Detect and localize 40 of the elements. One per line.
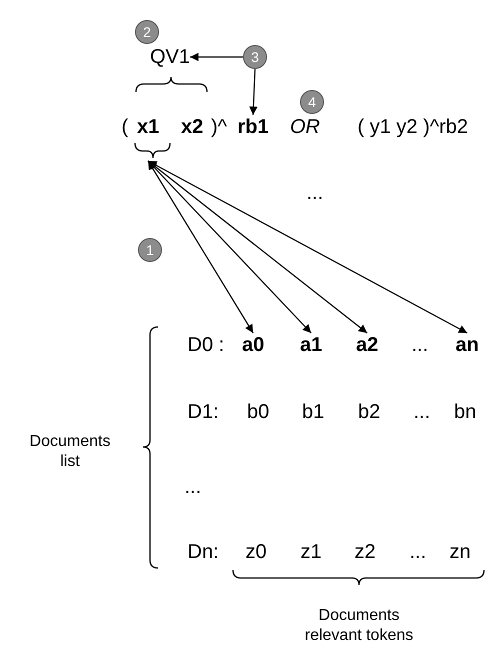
token: b2: [358, 400, 380, 424]
ellipsis: ...: [306, 181, 324, 205]
ellipsis: ...: [412, 333, 428, 357]
token: b1: [302, 400, 324, 424]
callout-number: 1: [138, 238, 162, 262]
callout-number: 3: [243, 45, 267, 69]
callout-number: 2: [135, 20, 159, 44]
brace-label: Documents relevant tokens: [304, 606, 414, 646]
query-text: ( y1 y2 )^rb2: [358, 115, 468, 139]
operator-text: OR: [290, 115, 320, 139]
query-text: (: [122, 115, 128, 139]
arrow: [148, 160, 254, 334]
token: z0: [246, 540, 267, 564]
brace-label: Documents list: [28, 432, 112, 472]
query-term: x2: [181, 115, 204, 139]
ellipsis: ...: [184, 475, 202, 499]
token: zn: [450, 540, 471, 564]
ellipsis: ...: [414, 400, 430, 424]
token: z2: [354, 540, 376, 564]
query-text: )^: [211, 115, 228, 139]
token: a1: [300, 333, 322, 357]
query-variable: QV1: [150, 45, 190, 69]
document-name: D0 :: [188, 333, 224, 357]
query-term: rb1: [238, 115, 269, 139]
arrow: [249, 68, 258, 116]
callout-number: 4: [300, 90, 324, 114]
query-term: x1: [137, 115, 160, 161]
arrow: [148, 160, 368, 334]
token: z1: [300, 540, 322, 564]
token: a0: [242, 333, 264, 357]
token: bn: [454, 400, 476, 424]
arrow: [148, 160, 312, 334]
arrow: [148, 160, 468, 334]
document-name: D1:: [188, 400, 219, 424]
document-name: Dn:: [188, 540, 219, 564]
arrow: [190, 52, 243, 62]
token: b0: [247, 400, 270, 424]
token: a2: [356, 333, 378, 357]
ellipsis: ...: [410, 540, 426, 564]
token: an: [456, 333, 479, 357]
